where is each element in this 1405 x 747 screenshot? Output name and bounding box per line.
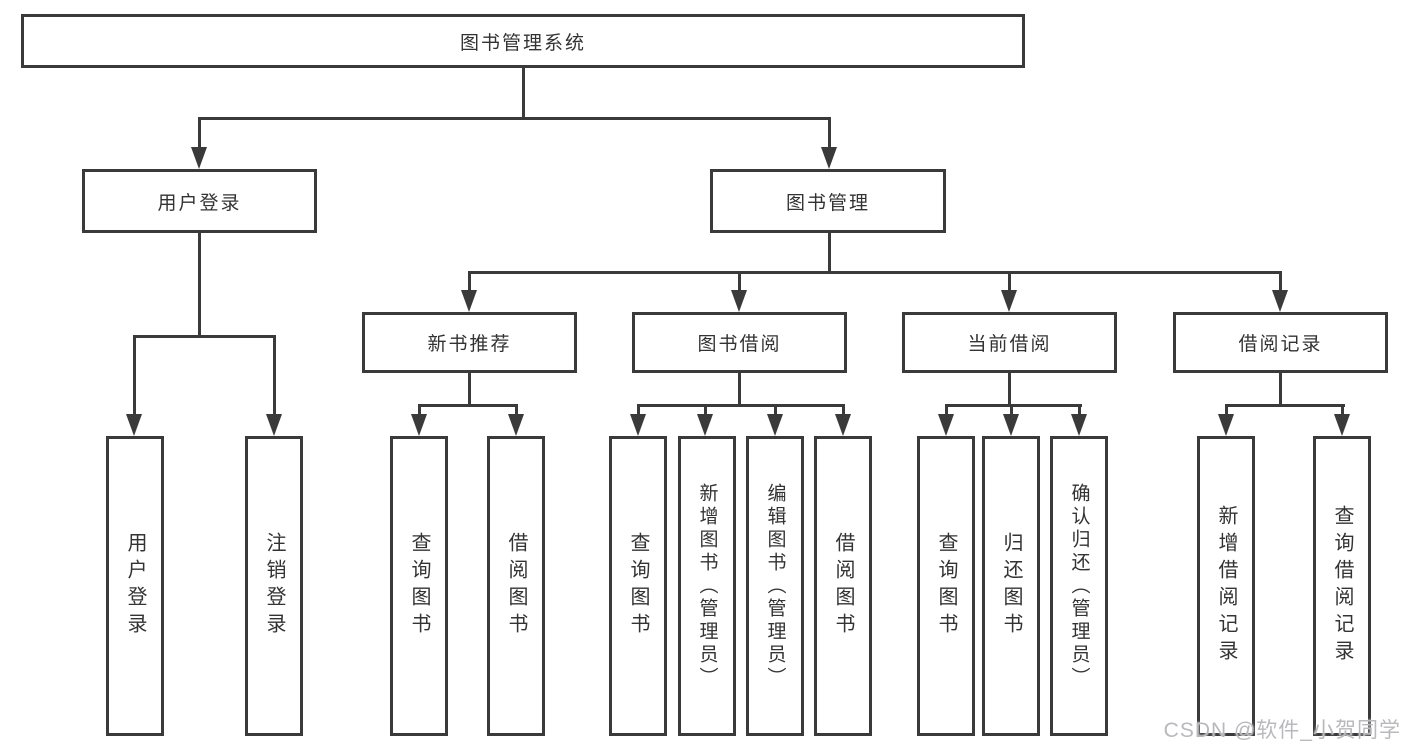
leaf-confirm-return-admin: 确认归还（管理员） (1050, 436, 1108, 736)
connector-line (703, 405, 707, 416)
arrow-down-icon (835, 414, 851, 436)
arrow-down-icon (461, 290, 477, 312)
node-label: 查询图书 (408, 532, 430, 640)
connector-line (197, 233, 201, 336)
arrow-down-icon (1334, 414, 1350, 436)
connector-line (132, 334, 276, 338)
arrow-down-icon (697, 414, 713, 436)
node-label: 借阅图书 (832, 532, 854, 640)
leaf-borrow-books: 借阅图书 (487, 436, 545, 736)
connector-line (737, 373, 741, 405)
leaf-user-login: 用户登录 (106, 436, 164, 736)
arrow-down-icon (1071, 414, 1087, 436)
connector-line (944, 405, 948, 416)
connector-line (272, 336, 276, 416)
connector-line (1007, 373, 1011, 405)
node-label: 归还图书 (1000, 532, 1022, 640)
connector-line (737, 272, 741, 292)
arrow-down-icon (630, 414, 646, 436)
arrow-down-icon (266, 414, 282, 436)
connector-line (467, 272, 471, 292)
node-label: 借阅图书 (505, 532, 527, 640)
connector-line (773, 405, 777, 416)
node-book-management: 图书管理 (710, 169, 946, 233)
leaf-edit-book-admin: 编辑图书（管理员） (746, 436, 804, 736)
node-label: 图书管理系统 (459, 32, 586, 54)
connector-line (514, 405, 518, 416)
arrow-down-icon (191, 147, 207, 169)
arrow-down-icon (508, 414, 524, 436)
arrow-down-icon (1272, 290, 1288, 312)
arrow-down-icon (126, 414, 142, 436)
leaf-query-books: 查询图书 (609, 436, 667, 736)
connector-line (636, 405, 640, 416)
leaf-query-books: 查询图书 (390, 436, 448, 736)
node-current-borrow: 当前借阅 (902, 312, 1117, 373)
arrow-down-icon (938, 414, 954, 436)
connector-line (1224, 405, 1228, 416)
arrow-down-icon (731, 290, 747, 312)
connector-line (467, 373, 471, 405)
node-label: 新增图书（管理员） (696, 482, 718, 690)
connector-line (132, 336, 136, 416)
node-label: 新书推荐 (427, 334, 512, 355)
connector-line (827, 233, 831, 272)
leaf-logout: 注销登录 (245, 436, 303, 736)
arrow-down-icon (1218, 414, 1234, 436)
connector-line (197, 118, 201, 148)
leaf-return-books: 归还图书 (982, 436, 1040, 736)
connector-line (1077, 405, 1081, 416)
node-root-system: 图书管理系统 (21, 14, 1025, 68)
node-borrow-records: 借阅记录 (1173, 312, 1388, 373)
leaf-query-books: 查询图书 (917, 436, 975, 736)
connector-line (417, 405, 421, 416)
leaf-borrow-books: 借阅图书 (814, 436, 872, 736)
node-user-login: 用户登录 (82, 169, 317, 233)
node-label: 确认归还（管理员） (1068, 482, 1090, 690)
arrow-down-icon (1003, 414, 1019, 436)
connector-line (1278, 272, 1282, 292)
node-label: 借阅记录 (1238, 334, 1323, 355)
connector-line (1340, 405, 1344, 416)
connector-line (1007, 272, 1011, 292)
arrow-down-icon (821, 147, 837, 169)
connector-line (417, 403, 518, 407)
node-label: 图书管理 (785, 192, 870, 214)
leaf-query-borrow-record: 查询借阅记录 (1313, 436, 1371, 736)
leaf-add-borrow-record: 新增借阅记录 (1197, 436, 1255, 736)
connector-line (944, 403, 1082, 407)
leaf-add-book-admin: 新增图书（管理员） (678, 436, 736, 736)
connector-line (1009, 405, 1013, 416)
connector-line (467, 270, 1282, 274)
node-label: 查询借阅记录 (1331, 505, 1353, 667)
node-label: 用户登录 (157, 192, 242, 214)
node-label: 查询图书 (935, 532, 957, 640)
csdn-watermark: CSDN @软件_小贺同学 (1163, 719, 1401, 742)
arrow-down-icon (411, 414, 427, 436)
arrow-down-icon (1001, 290, 1017, 312)
node-label: 图书借阅 (697, 334, 782, 355)
connector-line (1278, 373, 1282, 405)
node-book-borrow: 图书借阅 (632, 312, 847, 373)
connector-line (636, 403, 845, 407)
node-label: 新增借阅记录 (1215, 505, 1237, 667)
arrow-down-icon (767, 414, 783, 436)
node-label: 用户登录 (124, 532, 146, 640)
node-label: 当前借阅 (967, 334, 1052, 355)
node-label: 查询图书 (627, 532, 649, 640)
connector-line (841, 405, 845, 416)
connector-line (827, 118, 831, 148)
node-label: 编辑图书（管理员） (764, 482, 786, 690)
node-label: 注销登录 (263, 532, 285, 640)
connector-line (197, 116, 831, 120)
connector-line (1224, 403, 1345, 407)
connector-line (521, 68, 525, 118)
node-new-book-recommend: 新书推荐 (362, 312, 577, 373)
